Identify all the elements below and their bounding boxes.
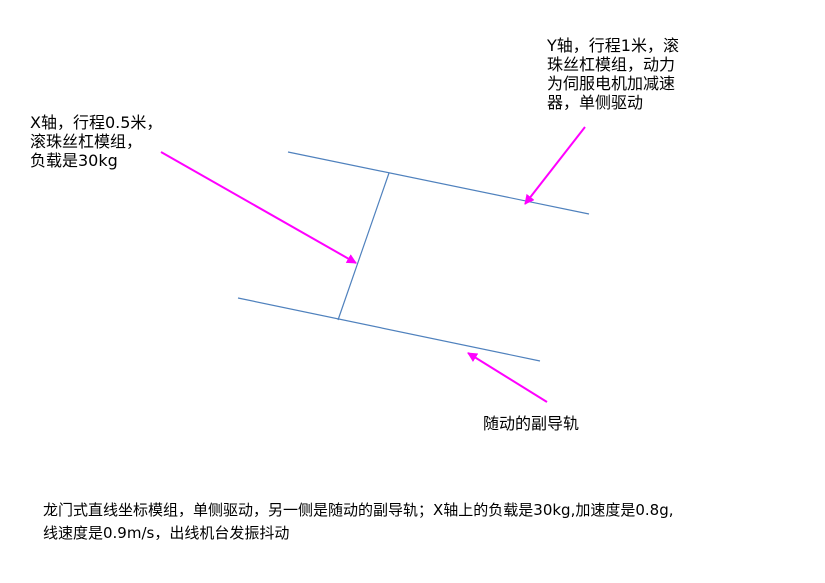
y-axis-label-line: 为伺服电机加减速 <box>547 74 676 93</box>
y-axis-label-line: 珠丝杠模组，动力 <box>547 55 676 74</box>
guide-rail-label-text: 随动的副导轨 <box>483 414 580 433</box>
x-axis-label-line: X轴，行程0.5米， <box>30 113 163 132</box>
x-axis-label-line: 滚珠丝杠模组， <box>30 132 143 151</box>
y-axis-rail <box>287 151 590 215</box>
guide-rail-pointer-arrow <box>467 352 548 403</box>
x-axis-label: X轴，行程0.5米， 滚珠丝杠模组， 负载是30kg <box>30 113 162 170</box>
x-axis-label-line: 负载是30kg <box>30 151 118 170</box>
y-axis-pointer-arrow <box>524 126 586 205</box>
description-caption: 龙门式直线坐标模组，单侧驱动，另一侧是随动的副导轨；X轴上的负载是30kg,加速… <box>43 499 674 545</box>
y-axis-label: Y轴，行程1米，滚 珠丝杠模组，动力 为伺服电机加减速 器，单侧驱动 <box>547 36 679 112</box>
y-axis-label-line: 器，单侧驱动 <box>547 93 644 112</box>
caption-line: 线速度是0.9m/s，出线机台发振抖动 <box>43 524 290 542</box>
y-axis-label-line: Y轴，行程1米，滚 <box>547 36 679 55</box>
x-axis-beam <box>337 172 390 321</box>
guide-rail-label: 随动的副导轨 <box>483 414 579 433</box>
guide-rail <box>237 297 541 362</box>
caption-line: 龙门式直线坐标模组，单侧驱动，另一侧是随动的副导轨；X轴上的负载是30kg,加速… <box>43 501 674 519</box>
x-axis-pointer-arrow <box>160 151 357 264</box>
